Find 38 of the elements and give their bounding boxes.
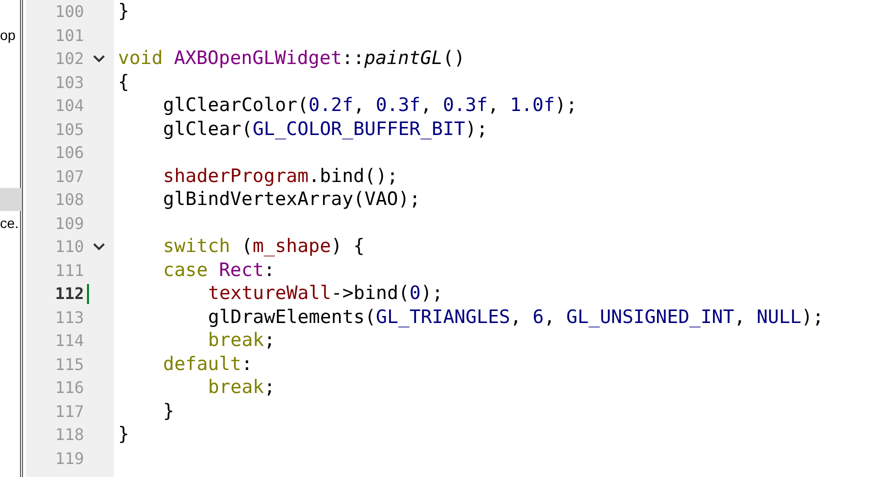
line-number: 104 (55, 95, 84, 118)
code-line: glClear(GL_COLOR_BUFFER_BIT); (163, 118, 488, 142)
line-number: 114 (55, 330, 84, 352)
line-number: 109 (55, 212, 84, 235)
code-line: { (118, 70, 130, 94)
code-line: switch (m_shape) { (163, 235, 365, 259)
code-line: } (163, 400, 174, 424)
code-line: case Rect: (163, 258, 275, 282)
line-number: 102 (55, 48, 84, 70)
code-line: break; (208, 376, 276, 400)
line-number: 117 (55, 400, 84, 423)
code-line: textureWall->bind(0); (208, 282, 444, 306)
file-name-text: ce. (0, 214, 19, 233)
code-line: shaderProgram.bind(); (163, 164, 398, 188)
line-number: 108 (55, 189, 84, 212)
line-number: 111 (55, 260, 84, 282)
code-line: } (118, 0, 130, 24)
line-number: 115 (55, 354, 84, 376)
line-number: 113 (55, 306, 84, 329)
line-number: 116 (55, 377, 84, 400)
line-number: 101 (55, 24, 84, 47)
line-number: 118 (55, 424, 84, 446)
code-line: glBindVertexArray(VAO); (163, 188, 420, 212)
code-line: } (118, 423, 130, 447)
line-number: 100 (55, 1, 84, 24)
line-number: 119 (55, 448, 84, 470)
code-line: glDrawElements(GL_TRIANGLES, 6, GL_UNSIGNED_INT, NULL); (208, 306, 824, 330)
file-name-text: op (0, 26, 16, 45)
line-number: 110 (55, 236, 84, 258)
line-number: 107 (55, 166, 84, 188)
line-number: 106 (55, 142, 84, 164)
code-line: void AXBOpenGLWidget::paintGL() (118, 47, 466, 71)
line-number: 105 (55, 118, 84, 141)
line-number: 112 (55, 283, 84, 306)
code-line: glClearColor(0.2f, 0.3f, 0.3f, 1.0f); (163, 94, 578, 118)
code-line: default: (163, 352, 253, 376)
line-number: 103 (55, 72, 84, 94)
code-line: break; (208, 329, 276, 353)
